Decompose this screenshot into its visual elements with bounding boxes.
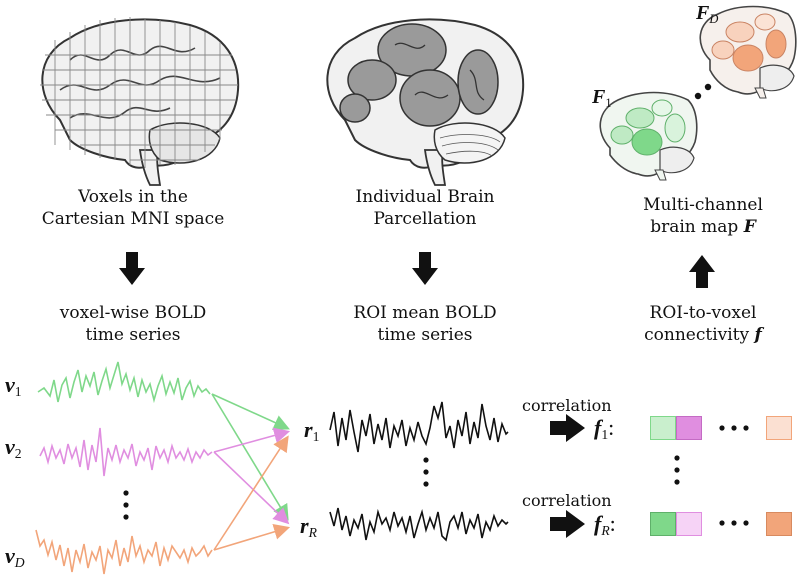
symbol-v-D: vD [5, 543, 25, 570]
voxel-roi-connections [211, 393, 291, 551]
label-roi-bold: ROI mean BOLD time series [353, 303, 497, 345]
block-arrows [119, 252, 715, 538]
symbol-f-R: fR: [594, 511, 616, 538]
symbol-r-R: rR [300, 513, 317, 540]
cell-fR-pink [676, 512, 702, 536]
label-roi-to-voxel: ROI-to-voxel connectivity f [644, 303, 762, 345]
label-voxel-bold: voxel-wise BOLD time series [59, 303, 207, 345]
symbol-v-2: v2 [5, 434, 22, 461]
symbol-F-1: F1 [592, 86, 612, 110]
cell-f1-orange [766, 416, 792, 440]
timeseries-vD [35, 529, 213, 575]
symbol-r-1: r1 [304, 417, 320, 444]
label-voxels: Voxels in the Cartesian MNI space [41, 187, 225, 229]
cell-fR-orange [766, 512, 792, 536]
brain-parcellation [326, 18, 525, 186]
brain-map-channel-1 [599, 91, 698, 181]
symbol-f-1: f1: [594, 415, 615, 442]
timeseries-v1 [37, 361, 211, 404]
timeseries-v2 [39, 427, 213, 477]
cell-fR-green [650, 512, 676, 536]
symbol-f: f [754, 325, 762, 345]
timeseries-r1 [329, 401, 509, 453]
symbol-F-D: FD [696, 2, 719, 26]
label-correlation-1: correlation [522, 396, 612, 415]
label-correlation-2: correlation [522, 491, 612, 510]
cell-f1-pink [676, 416, 702, 440]
brain-map-channel-D [699, 5, 797, 99]
horizontal-ellipsis [719, 425, 749, 526]
vertical-ellipsis [123, 455, 680, 520]
symbol-F: F [743, 217, 756, 237]
brain-voxels [40, 17, 240, 186]
symbol-v-1: v1 [5, 372, 22, 399]
label-multichannel: Multi-channel brain map F [643, 195, 763, 237]
label-parcellation: Individual Brain Parcellation [355, 187, 495, 229]
timeseries-rR [329, 507, 509, 542]
cell-f1-green [650, 416, 676, 440]
